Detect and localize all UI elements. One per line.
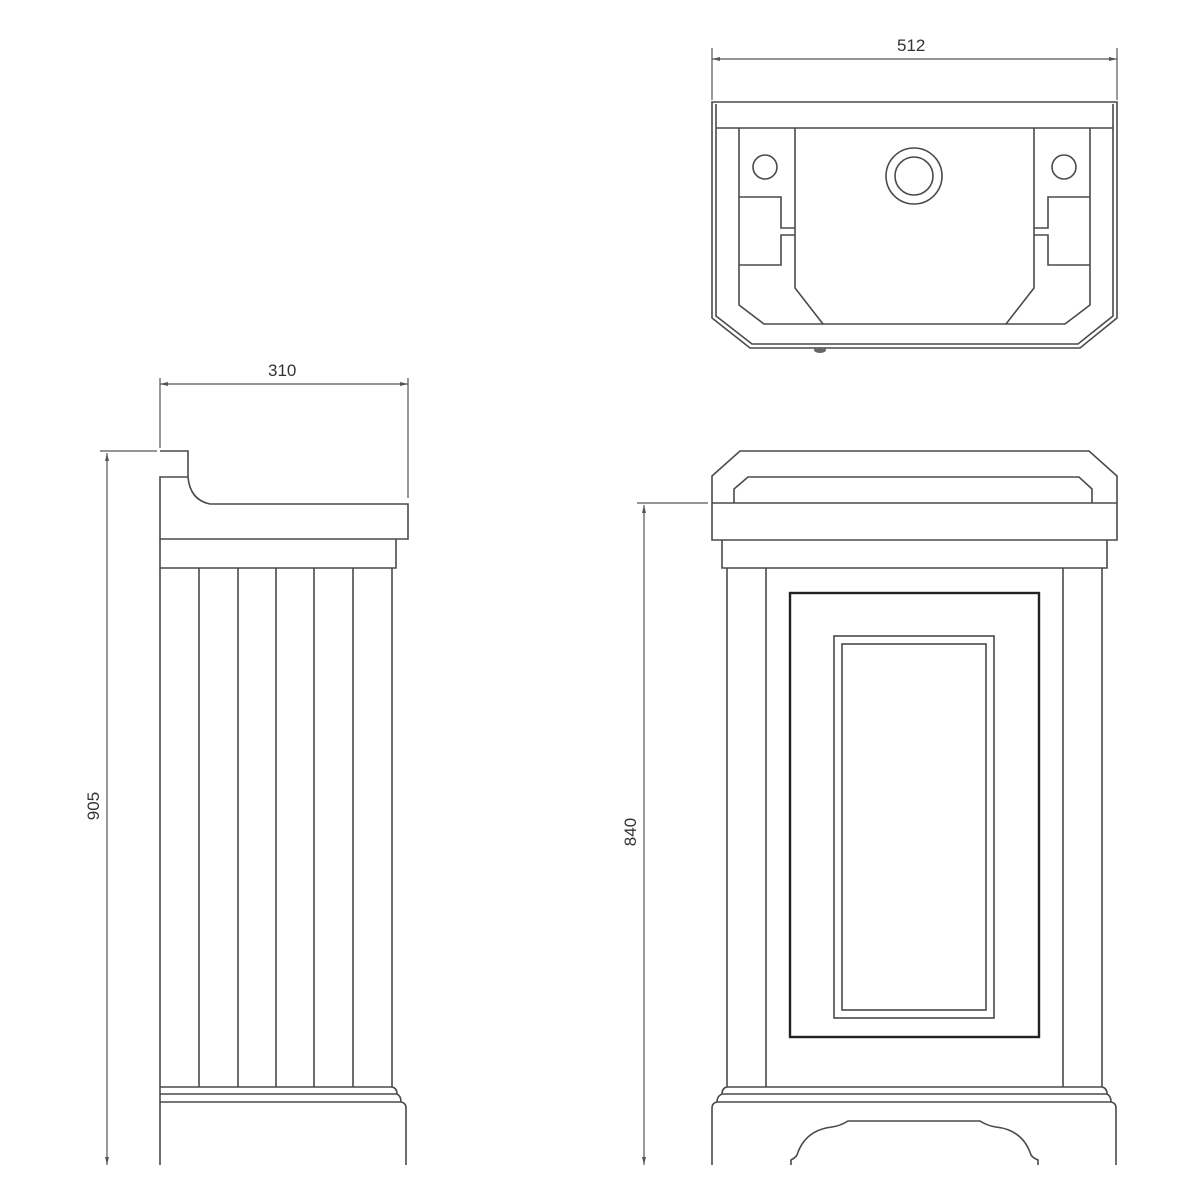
plan-view xyxy=(711,48,1118,353)
side-view xyxy=(100,378,409,1165)
plan-width-label: 512 xyxy=(897,36,926,55)
door-panel xyxy=(788,591,1041,1039)
front-height-label: 840 xyxy=(621,817,641,847)
side-depth-label: 310 xyxy=(268,361,297,380)
side-height-label: 905 xyxy=(84,791,104,821)
